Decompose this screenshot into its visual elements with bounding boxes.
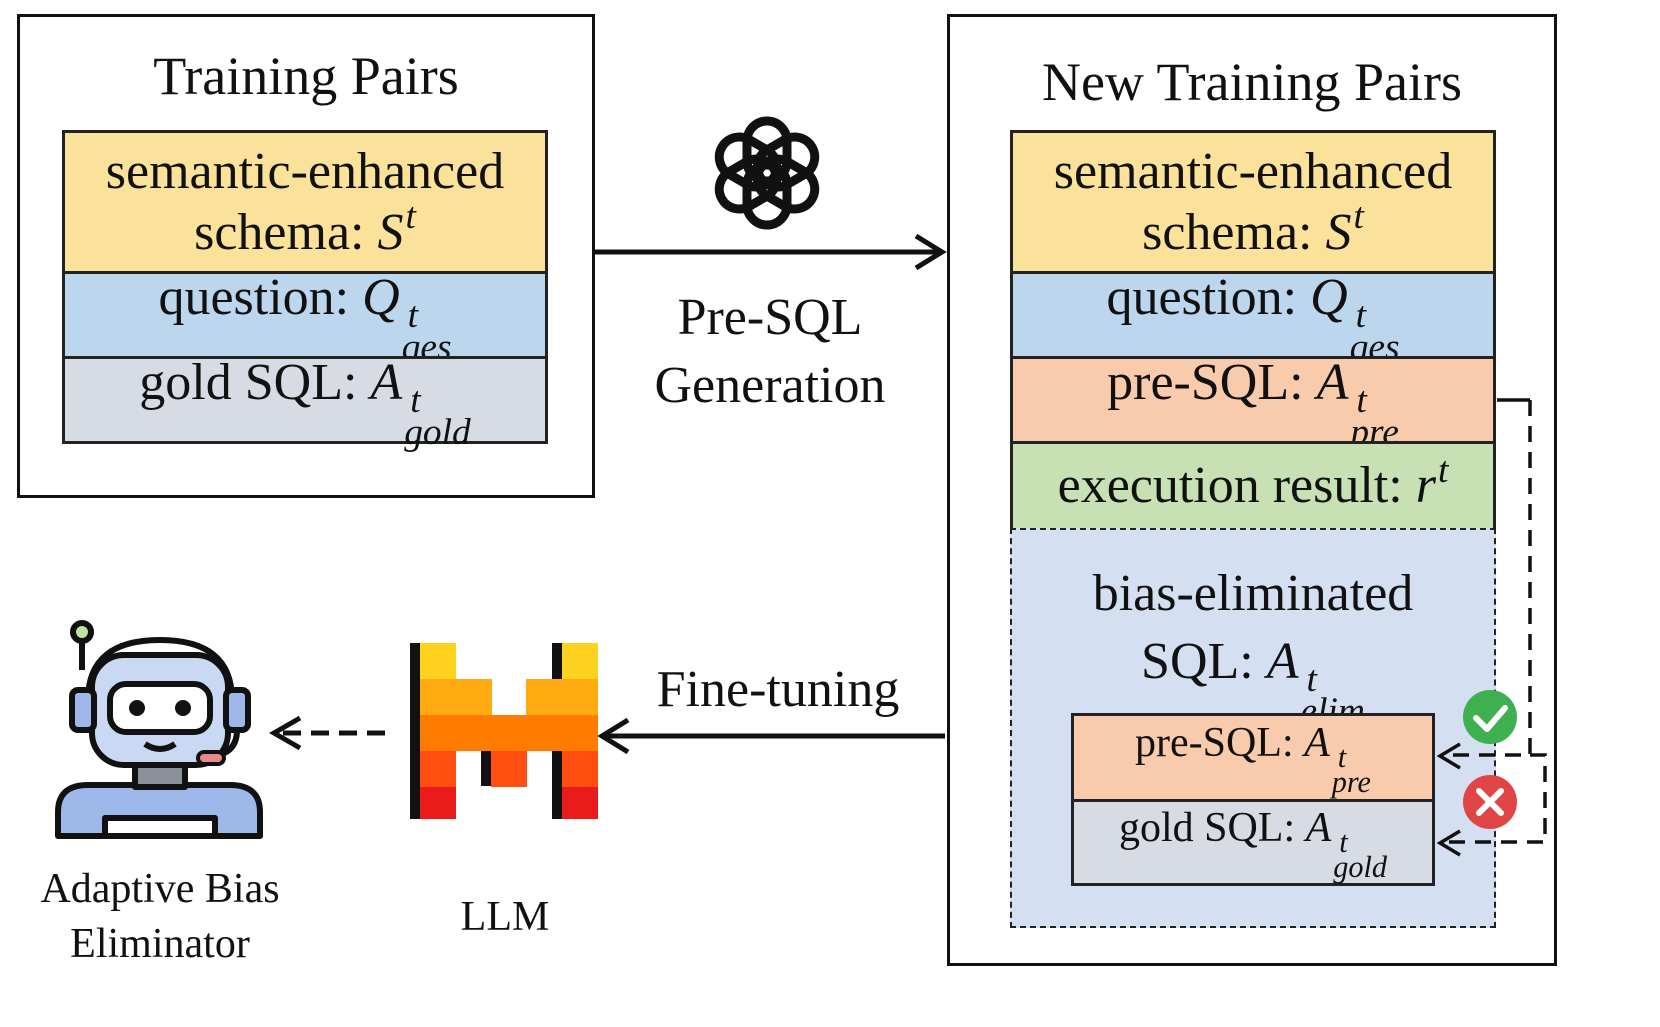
presql-generation-line2: Generation [654, 356, 886, 414]
training-pairs-title: Training Pairs [153, 46, 459, 106]
eliminator-line1: Adaptive Bias [40, 866, 280, 912]
right-presql-var: A [1316, 353, 1349, 411]
inner-presql-sub: pre [1331, 765, 1371, 800]
presql-generation-line1: Pre-SQL [677, 289, 863, 346]
openai-logo-icon [714, 116, 820, 230]
right-presql-sup: t [1356, 379, 1367, 421]
left-question-sup: t [407, 294, 419, 336]
inner-gold-sub: gold [1333, 850, 1388, 885]
right-schema-line1: semantic-enhanced [1053, 142, 1453, 200]
left-schema-line2: schema: St [194, 196, 416, 263]
robot-icon [55, 620, 263, 839]
right-schema-cell: semantic-enhanced schema: St [1010, 130, 1496, 274]
right-exec-sup: t [1437, 449, 1449, 491]
left-gold-var: A [370, 353, 403, 411]
bias-line1: bias-eliminated [1092, 565, 1414, 622]
left-gold-sup: t [410, 379, 421, 421]
right-presql-label: pre-SQL: [1107, 353, 1317, 411]
inner-presql-label: pre-SQL: [1135, 720, 1305, 767]
inner-presql-var: A [1304, 720, 1330, 767]
inner-gold-var: A [1305, 805, 1332, 852]
bias-sup: t [1306, 658, 1317, 700]
left-schema-line1: semantic-enhanced [105, 142, 505, 200]
left-schema-sup: t [405, 196, 416, 238]
left-question-var: Q [362, 268, 400, 326]
left-schema-var: S [377, 204, 404, 261]
right-exec-label: execution result: [1057, 457, 1416, 515]
routing-dashed-lines [1436, 398, 1547, 857]
right-question-label: question: [1106, 268, 1311, 326]
left-question-label: question: [158, 268, 363, 326]
cross-icon [1463, 775, 1517, 829]
left-schema-label: schema: [194, 204, 378, 261]
presql-generation-arrow [595, 233, 947, 271]
finetuning-label: Fine-tuning [656, 661, 900, 718]
right-exec-var: r [1415, 457, 1436, 515]
right-question-var: Q [1310, 268, 1348, 326]
new-training-pairs-title: New Training Pairs [1041, 52, 1463, 112]
left-gold-label: gold SQL: [139, 353, 371, 411]
inner-gold-sup: t [1339, 824, 1348, 859]
right-schema-label: schema: [1142, 204, 1326, 261]
presql-generation-label: Pre-SQL Generation [620, 284, 920, 419]
bias-var: A [1266, 632, 1299, 690]
finetuning-arrow [597, 717, 945, 755]
deploy-dashed-arrow [268, 715, 385, 751]
inner-presql-sup: t [1337, 739, 1347, 774]
left-gold-sub: gold [404, 411, 471, 453]
right-schema-sup: t [1353, 196, 1364, 238]
bias-label: SQL: [1141, 632, 1267, 690]
right-exec-text: execution result: rt [1057, 450, 1449, 516]
right-schema-line2: schema: St [1142, 196, 1364, 263]
right-schema-var: S [1325, 204, 1352, 261]
right-question-sup: t [1355, 294, 1367, 336]
eliminator-line2: Eliminator [70, 920, 250, 967]
inner-gold-label: gold SQL: [1118, 805, 1306, 852]
llm-label: LLM [460, 894, 550, 940]
eliminator-label: Adaptive Bias Eliminator [10, 862, 310, 971]
check-icon [1463, 690, 1517, 744]
llm-logo-icon [410, 643, 598, 819]
